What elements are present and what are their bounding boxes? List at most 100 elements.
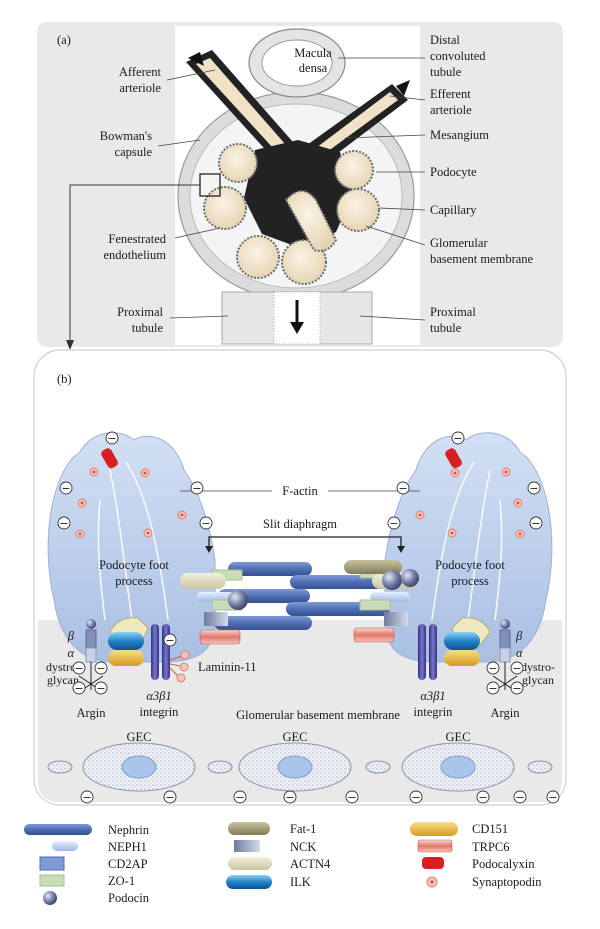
integrin-alpha3-right — [418, 624, 426, 680]
label-beta-left: β — [67, 629, 75, 643]
legend-nephrin: Nephrin — [108, 823, 150, 837]
zoom-connector — [69, 184, 200, 345]
negative-charge-sign: − — [488, 662, 497, 675]
label-argin-left: Argin — [77, 706, 107, 720]
proximal-flow-arrow — [290, 322, 304, 334]
capillary-loop — [218, 143, 258, 183]
legend-nck: NCK — [290, 840, 316, 854]
label-dystro-left-1: dystro- — [46, 660, 80, 674]
cd151-left — [108, 650, 144, 666]
legend-swatch-podocalyxin — [422, 857, 444, 869]
panel-b-tag: (b) — [57, 372, 72, 386]
label-podocyte: Podocyte — [430, 165, 477, 179]
legend-swatch-trpc6 — [417, 839, 453, 853]
negative-charge-sign: − — [389, 517, 398, 530]
ilk-left — [108, 632, 144, 650]
negative-charge-marker — [105, 431, 119, 445]
nephrin-strand — [228, 562, 312, 576]
podocalyxin-left — [101, 448, 118, 469]
legend-synaptopodin: Synaptopodin — [472, 875, 542, 889]
legend-cd2ap: CD2AP — [108, 857, 148, 871]
label-foot-left-2: process — [115, 574, 153, 588]
legend-swatch-actn4 — [228, 857, 272, 870]
negative-charge-marker — [94, 681, 108, 695]
panel-a-leaders — [157, 57, 426, 321]
label-integrin-left-2: integrin — [140, 705, 180, 719]
legend-ilk: ILK — [290, 875, 311, 889]
label-gbm-2: basement membrane — [430, 252, 534, 266]
panel-a-tag: (a) — [57, 33, 71, 47]
label-gbm-band: Glomerular basement membrane — [236, 708, 400, 722]
fat1 — [344, 560, 402, 574]
podocin — [382, 570, 402, 590]
legend-actn4: ACTN4 — [290, 857, 331, 871]
nck — [384, 612, 408, 626]
negative-charge-marker — [199, 516, 213, 530]
legend-swatch-neph1 — [52, 841, 78, 851]
f-actin-fibers — [97, 461, 503, 621]
label-bowman-2: capsule — [115, 145, 153, 159]
negative-charge-sign: − — [82, 791, 91, 804]
label-f-actin: F-actin — [282, 484, 318, 498]
label-proximal-right-1: Proximal — [430, 305, 476, 319]
capillary-loop — [334, 150, 374, 190]
negative-charge-marker — [283, 790, 297, 804]
gec-nucleus — [440, 755, 476, 779]
legend-swatch-synaptopodin-core — [430, 880, 434, 884]
label-efferent-1: Efferent — [430, 87, 471, 101]
negative-charge-marker — [546, 790, 560, 804]
integrin-alpha3-left — [151, 624, 159, 680]
label-alpha-left: α — [67, 646, 74, 660]
negative-charge-sign: − — [478, 791, 487, 804]
legend-zo1: ZO-1 — [108, 874, 135, 888]
slit-bracket-tick-right — [397, 546, 405, 553]
negative-charge-sign: − — [61, 482, 70, 495]
negative-charge-sign: − — [488, 682, 497, 695]
capillary-loop — [203, 186, 247, 230]
label-slit-diaphragm: Slit diaphragm — [263, 517, 337, 531]
negative-charge-marker — [163, 790, 177, 804]
legend-swatch-cd2ap — [39, 856, 65, 871]
legend-podocalyxin: Podocalyxin — [472, 857, 535, 871]
negative-charge-sign: − — [411, 791, 420, 804]
legend: Nephrin NEPH1 CD2AP ZO-1 Podocin Fat-1 N… — [24, 822, 542, 905]
negative-charge-marker — [476, 790, 490, 804]
negative-charges: −−−−−−−−−−−−−−−−−−−−−−−−−−−− — [57, 431, 560, 804]
label-argin-right: Argin — [491, 706, 521, 720]
legend-swatch-zo1 — [39, 874, 65, 887]
negative-charge-marker — [486, 661, 500, 675]
negative-charge-marker — [345, 790, 359, 804]
label-fenestrated-2: endothelium — [104, 248, 167, 262]
legend-fat1: Fat-1 — [290, 822, 316, 836]
integrin-beta1-right — [429, 624, 437, 680]
legend-neph1: NEPH1 — [108, 840, 147, 854]
legend-swatch-fat1 — [228, 822, 270, 835]
negative-charge-sign: − — [201, 517, 210, 530]
label-proximal-left-1: Proximal — [117, 305, 163, 319]
negative-charge-sign: − — [74, 682, 83, 695]
negative-charge-marker — [529, 516, 543, 530]
label-proximal-right-2: tubule — [430, 321, 462, 335]
label-gbm-1: Glomerular — [430, 236, 488, 250]
label-macula-densa-1: Macula — [294, 46, 332, 60]
label-capillary: Capillary — [430, 203, 477, 217]
negative-charge-sign: − — [453, 432, 462, 445]
label-bowman-1: Bowman's — [100, 129, 152, 143]
negative-charge-sign: − — [107, 432, 116, 445]
label-beta-right: β — [515, 629, 523, 643]
label-distal-1: Distal — [430, 33, 460, 47]
afferent-arteriole-lumen — [196, 58, 292, 160]
panel-b: (b) — [33, 349, 567, 806]
negative-charge-sign: − — [347, 791, 356, 804]
glomerulus-drawing — [175, 26, 420, 345]
label-afferent-1: Afferent — [119, 65, 162, 79]
capillary-loop — [284, 190, 338, 252]
trpc6 — [353, 627, 395, 643]
slit-bracket-tick-left — [205, 546, 213, 553]
label-macula-densa-2: densa — [299, 61, 328, 75]
efferent-arteriole-lumen — [308, 92, 398, 160]
capillary-loop — [236, 235, 280, 279]
negative-charge-marker — [510, 681, 524, 695]
